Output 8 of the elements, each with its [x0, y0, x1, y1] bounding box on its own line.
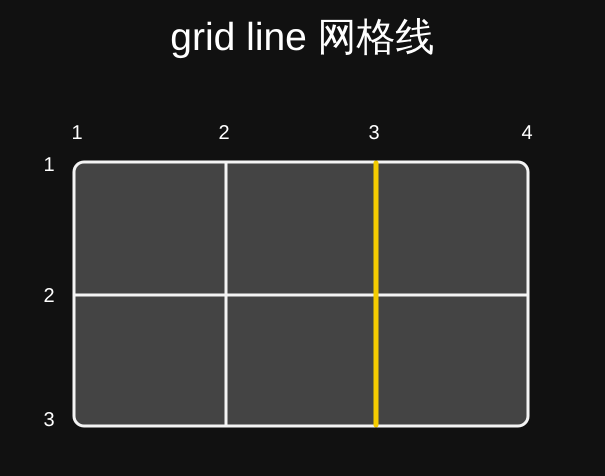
- column-line-number: 1: [71, 122, 83, 144]
- row-line-number: 2: [43, 285, 55, 307]
- column-line-number: 4: [521, 122, 533, 144]
- title: grid line 网格线: [169, 15, 436, 61]
- column-line-number: 2: [218, 122, 230, 144]
- column-line-number: 3: [368, 122, 380, 144]
- row-line-number: 1: [43, 154, 55, 176]
- row-line-number: 3: [43, 409, 55, 431]
